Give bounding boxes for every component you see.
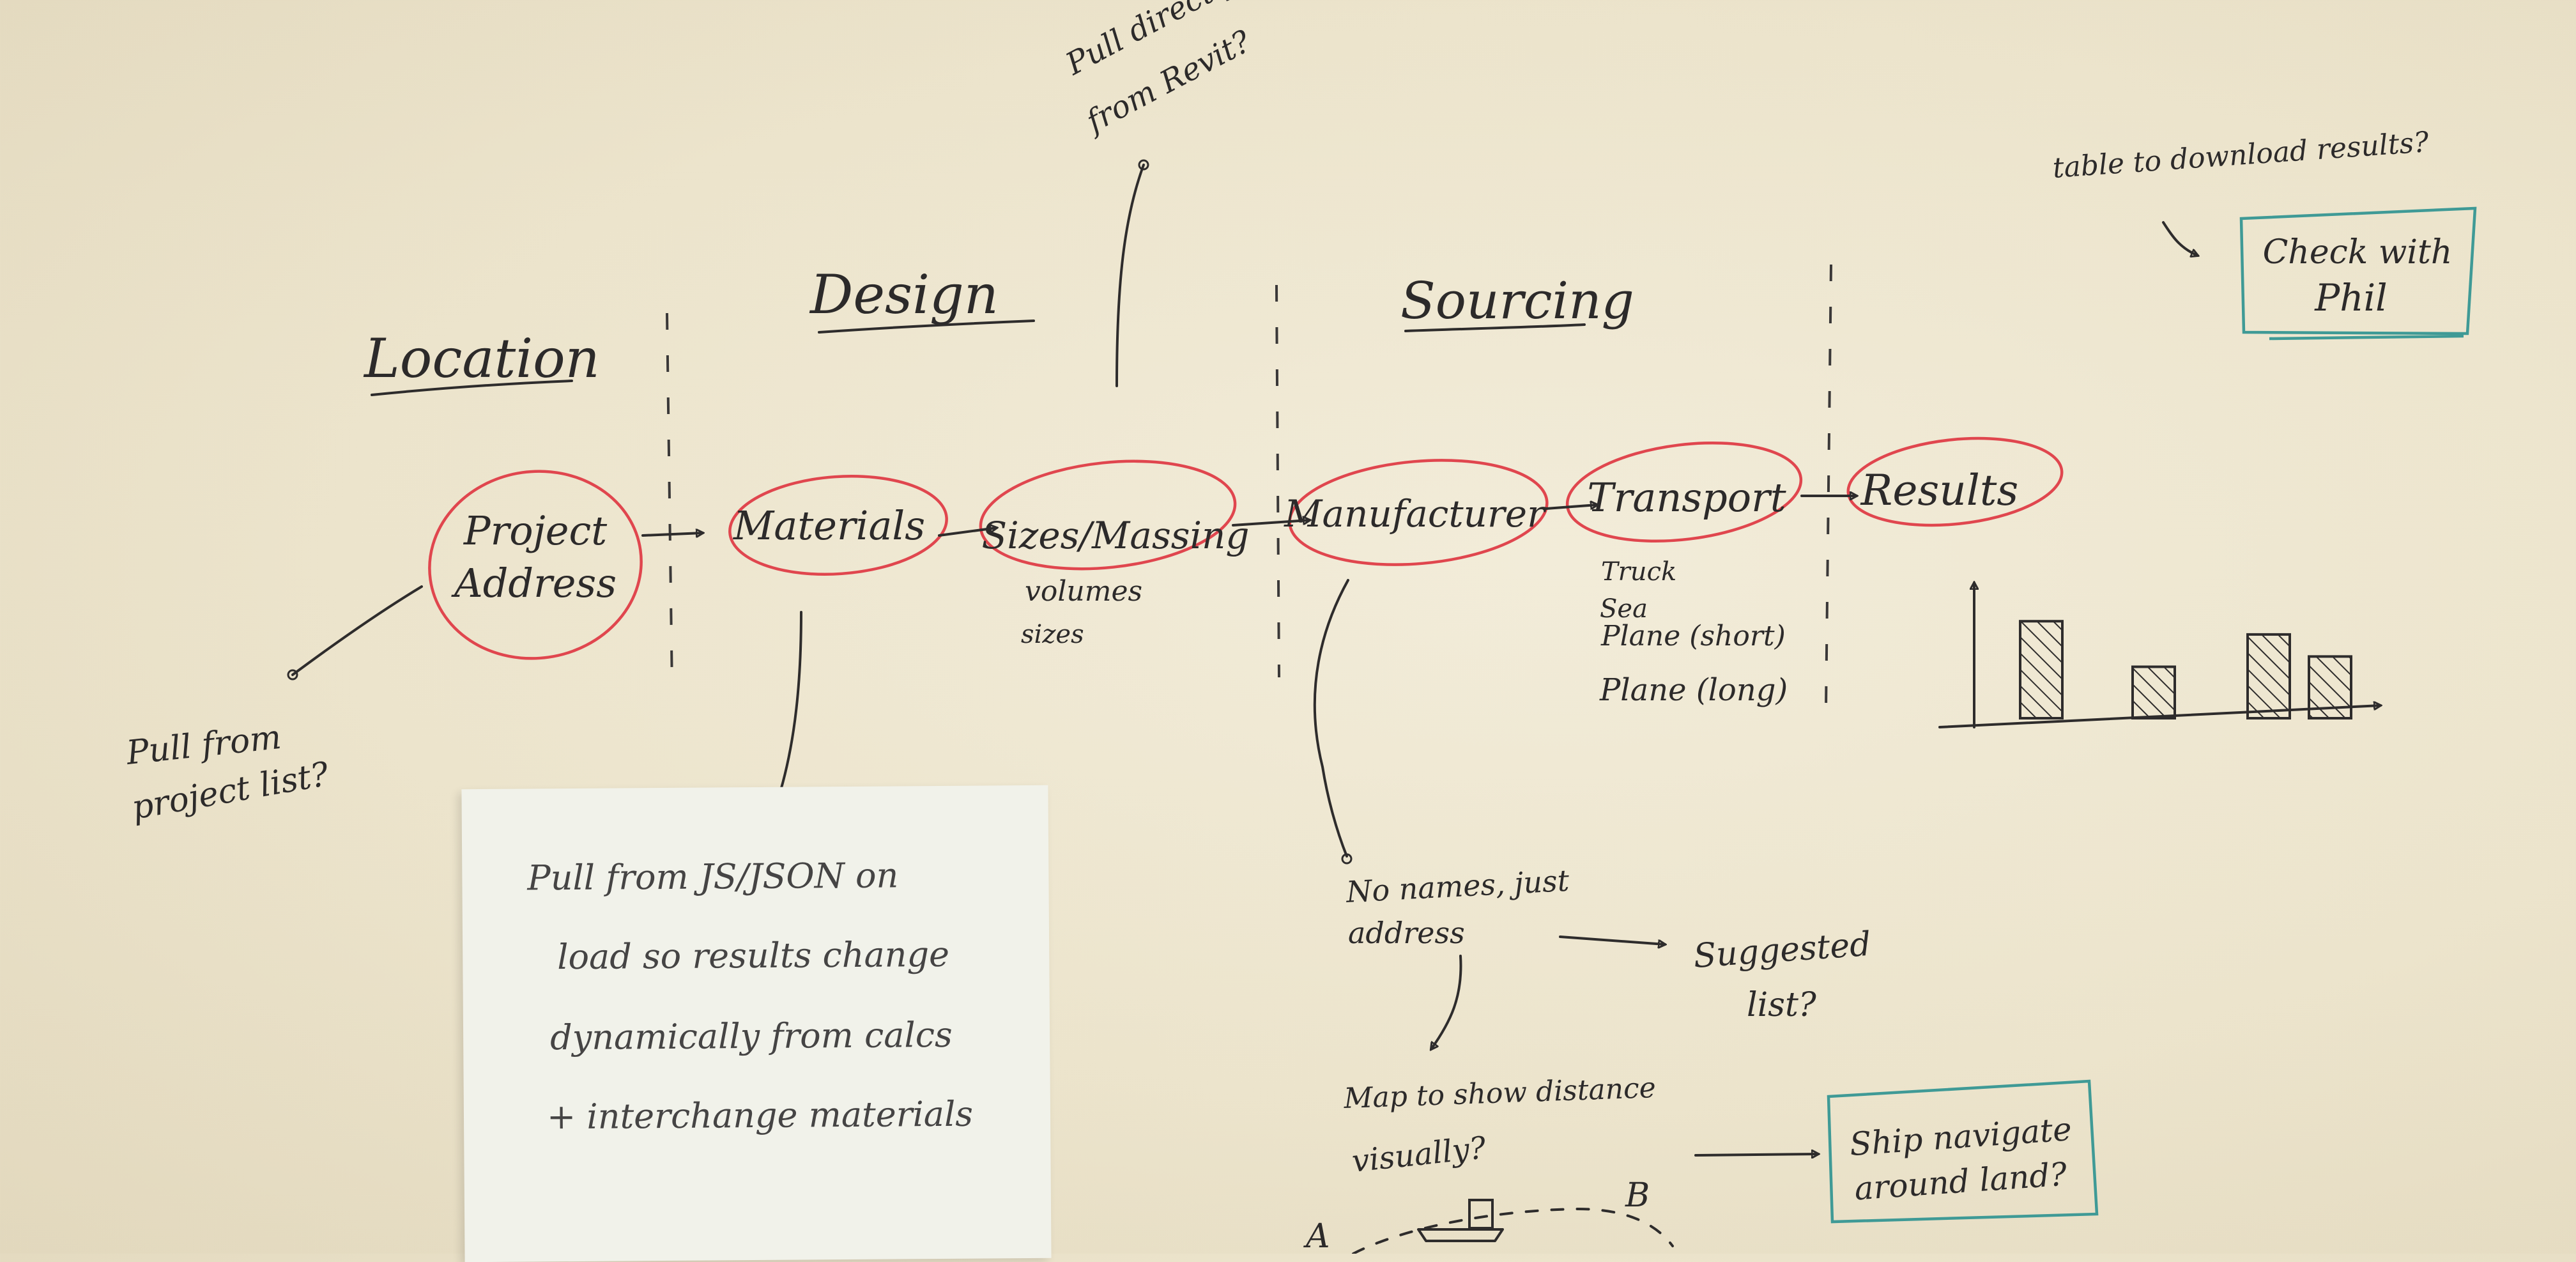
node-results-label: Results (1860, 466, 2019, 515)
node-materials-label: Materials (733, 502, 925, 549)
sticky-note-line-3: dynamically from calcs (549, 1014, 953, 1058)
note-pull-project: Pull from project list? (124, 585, 423, 827)
ship-icon (1417, 1228, 1504, 1242)
sticky-note-line-1: Pull from JS/JSON on (527, 855, 899, 898)
stage-location-label: Location (363, 327, 600, 390)
sticky-note-line-2: load so results change (557, 934, 950, 978)
transport-mode-2: Sea (1600, 594, 1648, 624)
divider-location-design (666, 312, 673, 691)
node-transport-label: Transport (1587, 474, 1786, 521)
node-project-label-1: Project (463, 507, 607, 554)
map-point-a: A (1303, 1217, 1330, 1254)
chart-bar-2 (2131, 665, 2176, 719)
stage-sourcing: Sourcing (1400, 271, 1634, 332)
note-pull-revit: Pull directly from Revit? (1059, 0, 1257, 387)
divider-sourcing-results (1825, 264, 1832, 710)
note-no-names-line-2: address (1348, 916, 1465, 950)
materials-link-line (777, 611, 802, 800)
note-sizes-sub: volumes sizes (1021, 575, 1142, 649)
divider-design-sourcing (1275, 284, 1280, 678)
stage-sourcing-label: Sourcing (1400, 271, 1634, 330)
box-ship-navigate: Ship navigate around land? (1694, 1079, 2099, 1224)
node-project-label-2: Address (451, 560, 617, 606)
list-transport-modes: Truck Sea Plane (short) Plane (long) (1599, 557, 1788, 708)
results-bar-chart (1938, 583, 2380, 728)
node-manufacturer: Manufacturer (1284, 459, 1549, 566)
note-map-distance: Map to show distance visually? (1343, 955, 1657, 1180)
sticky-note: Pull from JS/JSON on load so results cha… (461, 785, 1052, 1262)
node-materials: Materials (728, 475, 948, 576)
chart-bar-4 (2308, 655, 2352, 720)
chart-bar-3 (2246, 633, 2291, 720)
stage-design: Design (809, 263, 1035, 334)
node-results: Results (1846, 436, 2064, 527)
note-suggested-line-2: list? (1747, 986, 1817, 1024)
chart-bar-1 (2019, 620, 2064, 720)
stage-location: Location (363, 327, 600, 396)
note-suggested-line-1: Suggested (1692, 925, 1873, 976)
check-phil-line-1: Check with (2263, 233, 2453, 272)
note-pull-project-line-1: Pull from (124, 718, 283, 773)
note-map-distance-line-1: Map to show distance (1343, 1072, 1657, 1115)
note-suggested: Suggested list? (1559, 925, 1873, 1024)
box-check-phil: Check with Phil (2239, 206, 2477, 341)
node-transport: Transport (1565, 441, 1803, 543)
chart-bars (2019, 620, 2352, 720)
note-no-names-line-1: No names, just (1345, 863, 1570, 909)
sticky-note-line-4: + interchange materials (546, 1093, 974, 1137)
transport-mode-4: Plane (long) (1599, 672, 1788, 708)
note-sizes-sub-1: volumes (1025, 575, 1142, 608)
transport-mode-1: Truck (1601, 557, 1676, 587)
note-table-download-label: table to download results? (2051, 126, 2430, 185)
node-project-address: Project Address (428, 470, 643, 660)
note-map-distance-line-2: visually? (1350, 1130, 1487, 1180)
note-no-names: No names, just address (1313, 579, 1570, 950)
check-phil-line-2: Phil (2314, 276, 2387, 319)
stage-design-label: Design (809, 263, 999, 326)
ship-navigate-line-2: around land? (1853, 1155, 2069, 1207)
ship-navigate-line-1: Ship navigate (1848, 1111, 2073, 1163)
note-sizes-sub-2: sizes (1021, 620, 1084, 649)
flow-arrows (641, 496, 1857, 535)
transport-mode-3: Plane (short) (1600, 620, 1786, 652)
node-sizes-label: Sizes/Massing (982, 514, 1250, 557)
node-sizes-massing: Sizes/Massing (979, 459, 1250, 571)
map-sketch: A B (1303, 1176, 1674, 1254)
node-manufacturer-label: Manufacturer (1284, 492, 1547, 535)
map-point-b: B (1625, 1176, 1650, 1215)
